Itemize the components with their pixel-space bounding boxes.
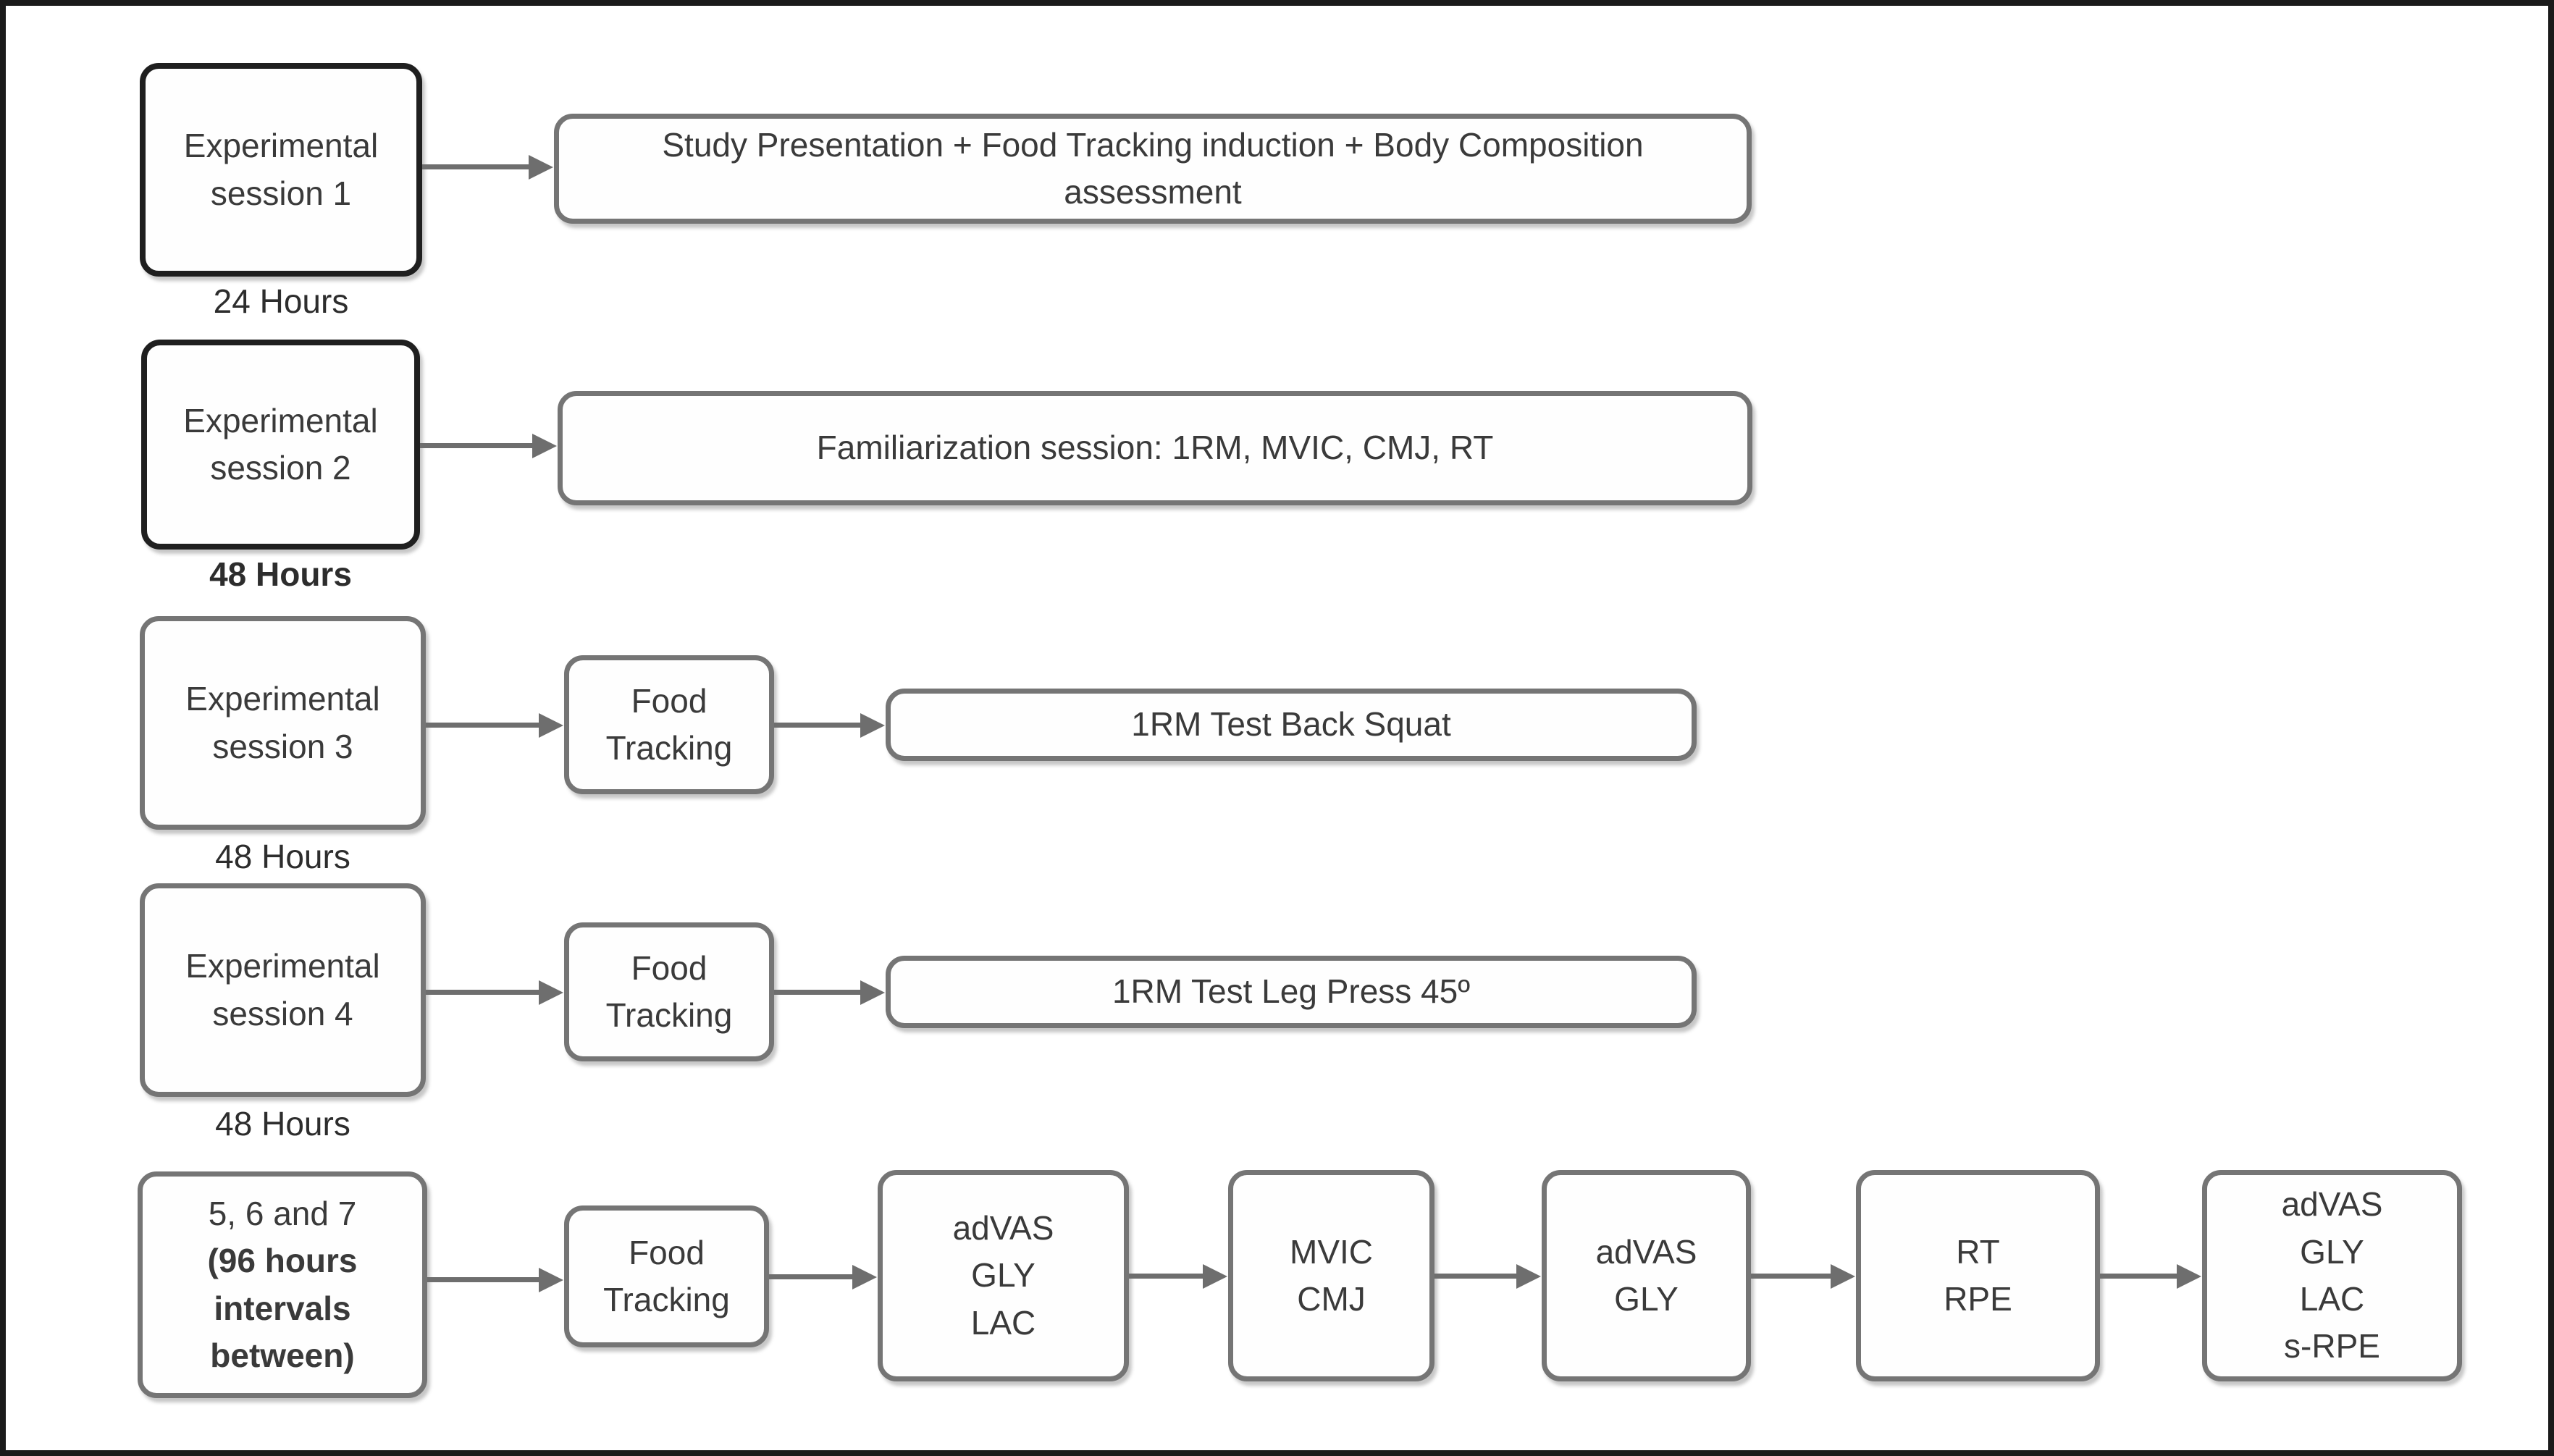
experimental-session-2-box: Experimental session 2: [141, 340, 420, 550]
flow-arrow-icon: [1751, 1274, 1831, 1279]
1rm-leg-press-box: 1RM Test Leg Press 45º: [886, 956, 1697, 1028]
mvic-cmj-box: MVIC CMJ: [1228, 1170, 1434, 1381]
flow-arrow-icon: [2100, 1274, 2177, 1279]
advas-gly-box: adVAS GLY: [1542, 1170, 1751, 1381]
advas-gly-lac-box: adVAS GLY LAC: [878, 1170, 1129, 1381]
interval-label-48h-1: 48 Hours: [209, 555, 352, 593]
sessions-5-6-7-box: 5, 6 and 7 (96 hours intervals between): [138, 1171, 427, 1398]
flow-arrow-icon: [426, 990, 539, 995]
experimental-session-4-box: Experimental session 4: [140, 883, 426, 1097]
sessions-interval-note: (96 hours intervals between): [207, 1242, 358, 1374]
sessions-5-6-7-label: 5, 6 and 7: [208, 1194, 357, 1232]
flow-arrow-icon: [420, 443, 533, 448]
food-tracking-box-row5: Food Tracking: [564, 1205, 769, 1347]
flow-arrow-icon: [774, 990, 861, 995]
flow-arrow-icon: [422, 164, 529, 169]
advas-gly-lac-srpe-box: adVAS GLY LAC s-RPE: [2202, 1170, 2462, 1381]
flow-arrow-icon: [1129, 1274, 1204, 1279]
interval-label-48h-2: 48 Hours: [215, 838, 350, 875]
experimental-session-3-box: Experimental session 3: [140, 616, 426, 830]
flow-arrow-icon: [427, 1277, 539, 1282]
flow-arrow-icon: [769, 1274, 853, 1279]
rt-rpe-box: RT RPE: [1856, 1170, 2100, 1381]
study-presentation-box: Study Presentation + Food Tracking induc…: [554, 114, 1752, 224]
interval-label-24h: 24 Hours: [213, 282, 349, 320]
familiarization-session-box: Familiarization session: 1RM, MVIC, CMJ,…: [558, 391, 1752, 505]
flow-arrow-icon: [426, 723, 539, 728]
1rm-back-squat-box: 1RM Test Back Squat: [886, 689, 1697, 761]
flow-arrow-icon: [774, 723, 861, 728]
food-tracking-box-row3: Food Tracking: [564, 655, 774, 794]
food-tracking-box-row4: Food Tracking: [564, 922, 774, 1061]
interval-label-48h-3: 48 Hours: [215, 1105, 350, 1143]
experimental-session-1-box: Experimental session 1: [140, 63, 422, 277]
flow-arrow-icon: [1434, 1274, 1517, 1279]
